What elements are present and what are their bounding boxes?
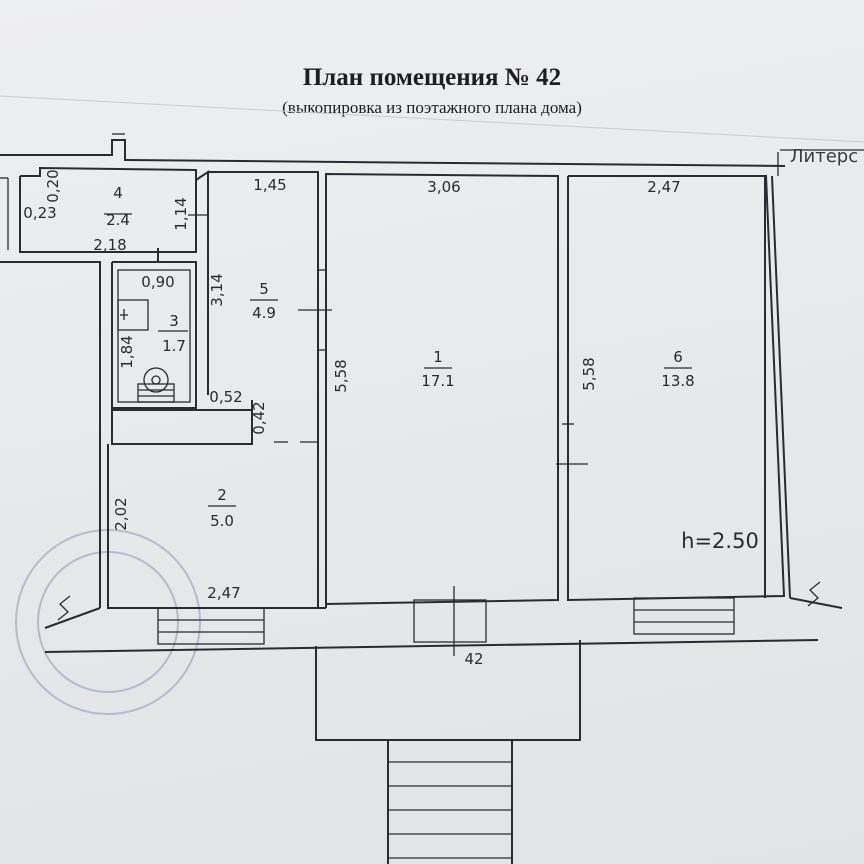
dim-r3-side: 1,84 bbox=[118, 335, 136, 368]
dim-r2-side: 2,02 bbox=[112, 497, 130, 530]
dim-r5-top: 1,45 bbox=[253, 176, 286, 194]
room-6: 6 13.8 2,47 5,58 h=2.50 bbox=[556, 175, 786, 635]
porch bbox=[315, 640, 581, 741]
room-2-area: 5.0 bbox=[210, 512, 234, 530]
room-4-number: 4 bbox=[113, 184, 123, 202]
dim-r6-top: 2,47 bbox=[647, 178, 680, 196]
room-2-number: 2 bbox=[217, 486, 227, 504]
outer-walls bbox=[0, 133, 864, 653]
room-6-area: 13.8 bbox=[661, 372, 694, 390]
dim-corridor-top: 0,52 bbox=[209, 388, 242, 406]
partition-wall-5 bbox=[195, 170, 209, 395]
room-1: 1 17.1 3,06 5,58 42 bbox=[318, 172, 559, 668]
dim-r4-bottom: 2,18 bbox=[93, 236, 126, 254]
dim-r2-bottom: 2,47 bbox=[207, 584, 240, 602]
litera-label: Литерс bbox=[790, 146, 858, 167]
paper-fold-line bbox=[0, 95, 864, 143]
dim-r4-side: 0,23 bbox=[23, 204, 56, 222]
room-3: 3 1.7 0,90 1,84 bbox=[111, 261, 197, 409]
room-4-area: 2.4 bbox=[106, 211, 130, 229]
dim-r1-top: 3,06 bbox=[427, 178, 460, 196]
room-4: 4 2.4 0,20 0,23 2,18 1,14 bbox=[0, 166, 208, 254]
room-3-number: 3 bbox=[169, 312, 179, 330]
room-1-area: 17.1 bbox=[421, 372, 454, 390]
dim-corridor-side: 0,42 bbox=[250, 401, 268, 434]
dim-r4-right: 1,14 bbox=[172, 197, 190, 230]
page-subtitle: (выкопировка из поэтажного плана дома) bbox=[282, 98, 582, 117]
dim-r6-side: 5,58 bbox=[580, 357, 598, 390]
sink bbox=[117, 299, 149, 331]
room-5-area: 4.9 bbox=[252, 304, 276, 322]
corridor-wall-block: 0,52 0,42 bbox=[111, 388, 318, 445]
page-title: План помещения № 42 bbox=[302, 64, 562, 91]
room-6-number: 6 bbox=[673, 348, 683, 366]
ceiling-height-label: h=2.50 bbox=[681, 529, 759, 553]
window-room-2 bbox=[157, 607, 265, 645]
room-3-area: 1.7 bbox=[162, 337, 186, 355]
entrance-label: 42 bbox=[464, 650, 483, 668]
dim-r5-side: 3,14 bbox=[208, 273, 226, 306]
stairs bbox=[387, 740, 513, 864]
dim-r1-side: 5,58 bbox=[332, 359, 350, 392]
entrance-door bbox=[413, 599, 487, 643]
room-2: 2 5.0 2,02 2,47 bbox=[107, 440, 319, 645]
window-room-6 bbox=[633, 597, 735, 635]
room-1-number: 1 bbox=[433, 348, 443, 366]
dim-r4-side-top: 0,20 bbox=[44, 169, 62, 202]
toilet-icon bbox=[137, 367, 175, 403]
dim-r3-top: 0,90 bbox=[141, 273, 174, 291]
room-5-number: 5 bbox=[259, 280, 269, 298]
